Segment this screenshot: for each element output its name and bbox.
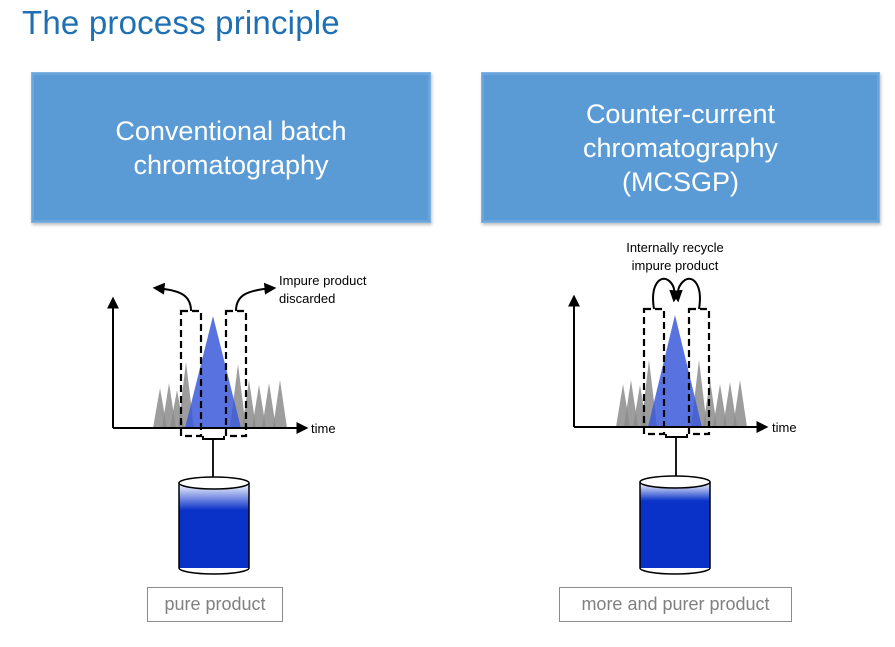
conventional-batch-header: Conventional batch chromatography <box>31 72 431 223</box>
pure-product-label: pure product <box>147 587 283 622</box>
right-recycle-arrow-left <box>652 277 682 310</box>
right-cut-windows <box>642 307 711 436</box>
page-title: The process principle <box>22 4 340 41</box>
left-beaker <box>178 476 250 575</box>
left-time-axis-label: time <box>311 421 336 436</box>
more-purer-product-label-text: more and purer product <box>581 594 770 614</box>
right-annotation: Internally recycle impure product <box>626 240 724 273</box>
left-discard-arrow-left <box>152 282 192 312</box>
right-product-peak <box>648 315 702 427</box>
more-purer-product-label: more and purer product <box>559 587 792 622</box>
left-chromatogram <box>107 282 309 489</box>
right-chromatogram <box>568 277 769 488</box>
right-collect-window <box>665 434 688 438</box>
right-recycle-arrow-right <box>670 277 701 310</box>
left-cut-windows <box>179 309 248 438</box>
pure-product-label-text: pure product <box>164 594 266 614</box>
conventional-batch-header-text: Conventional batch chromatography <box>115 115 347 180</box>
left-collect-window <box>202 436 225 440</box>
right-beaker <box>639 475 711 575</box>
left-product-peak <box>185 316 241 428</box>
left-annotation: Impure product discarded <box>279 273 367 306</box>
counter-current-header-text: Counter-current chromatography (MCSGP) <box>582 98 779 197</box>
right-time-axis-label: time <box>772 420 797 435</box>
left-discard-arrow-right <box>235 282 277 312</box>
counter-current-header: Counter-current chromatography (MCSGP) <box>481 72 880 223</box>
